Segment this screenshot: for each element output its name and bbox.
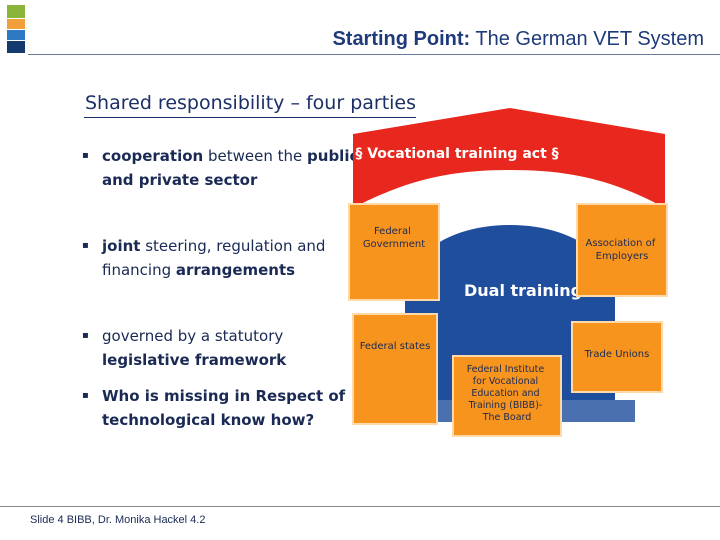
bullet-text: joint steering, regulation and financing… [102,234,362,282]
footer-divider [0,506,720,507]
slide-footer: Slide 4 BIBB, Dr. Monika Hackel 4.2 [30,514,205,526]
trade-unions-label: Trade Unions [584,349,650,360]
bullet-run: Who is missing in Respect of technologic… [102,387,345,429]
bullet-run: governed by a statutory [102,327,283,345]
bullet-mark: ▪ [82,144,89,168]
slide-title: Starting Point: The German VET System [332,28,704,51]
bullet-text: cooperation between the public and priva… [102,144,362,192]
federal-institute-line1: Federal Institute [467,364,545,375]
logo-stripe-blue [7,30,25,40]
association-employers-line1: Association of [586,238,656,249]
federal-government-line2: Government [363,239,425,250]
federal-institute-line4: Training (BIBB)- [468,400,543,411]
bullet-text: Who is missing in Respect of technologic… [102,384,362,432]
bullet-run: cooperation [102,147,203,165]
federal-institute-line5: The Board [482,412,532,423]
association-employers-line2: Employers [596,251,649,262]
dual-training-diagram: § Vocational training act § Dual trainin… [345,100,675,440]
bibb-logo [7,5,25,53]
bullet-mark: ▪ [82,384,89,408]
bullet-mark: ▪ [82,324,89,348]
header-divider [28,54,720,55]
association-employers-box [577,204,667,296]
federal-states-box [353,314,437,424]
slide-title-bold: Starting Point: [332,28,470,50]
federal-government-line1: Federal [374,226,411,237]
bullet-run: arrangements [176,261,295,279]
federal-states-label: Federal states [360,341,431,352]
slide-title-rest: The German VET System [470,28,704,50]
federal-institute-line3: Education and [471,388,539,399]
logo-stripe-navy [7,41,25,53]
bullet-mark: ▪ [82,234,89,258]
federal-government-box [349,204,439,300]
logo-stripe-orange [7,19,25,29]
logo-stripe-green [7,5,25,18]
center-label: Dual training [464,281,582,300]
federal-institute-line2: for Vocational [473,376,538,387]
bullet-run: joint [102,237,140,255]
bullet-run: between the [203,147,307,165]
bullet-run: legislative framework [102,351,286,369]
bullet-text: governed by a statutory legislative fram… [102,324,362,372]
roof-label: § Vocational training act § [355,146,558,162]
